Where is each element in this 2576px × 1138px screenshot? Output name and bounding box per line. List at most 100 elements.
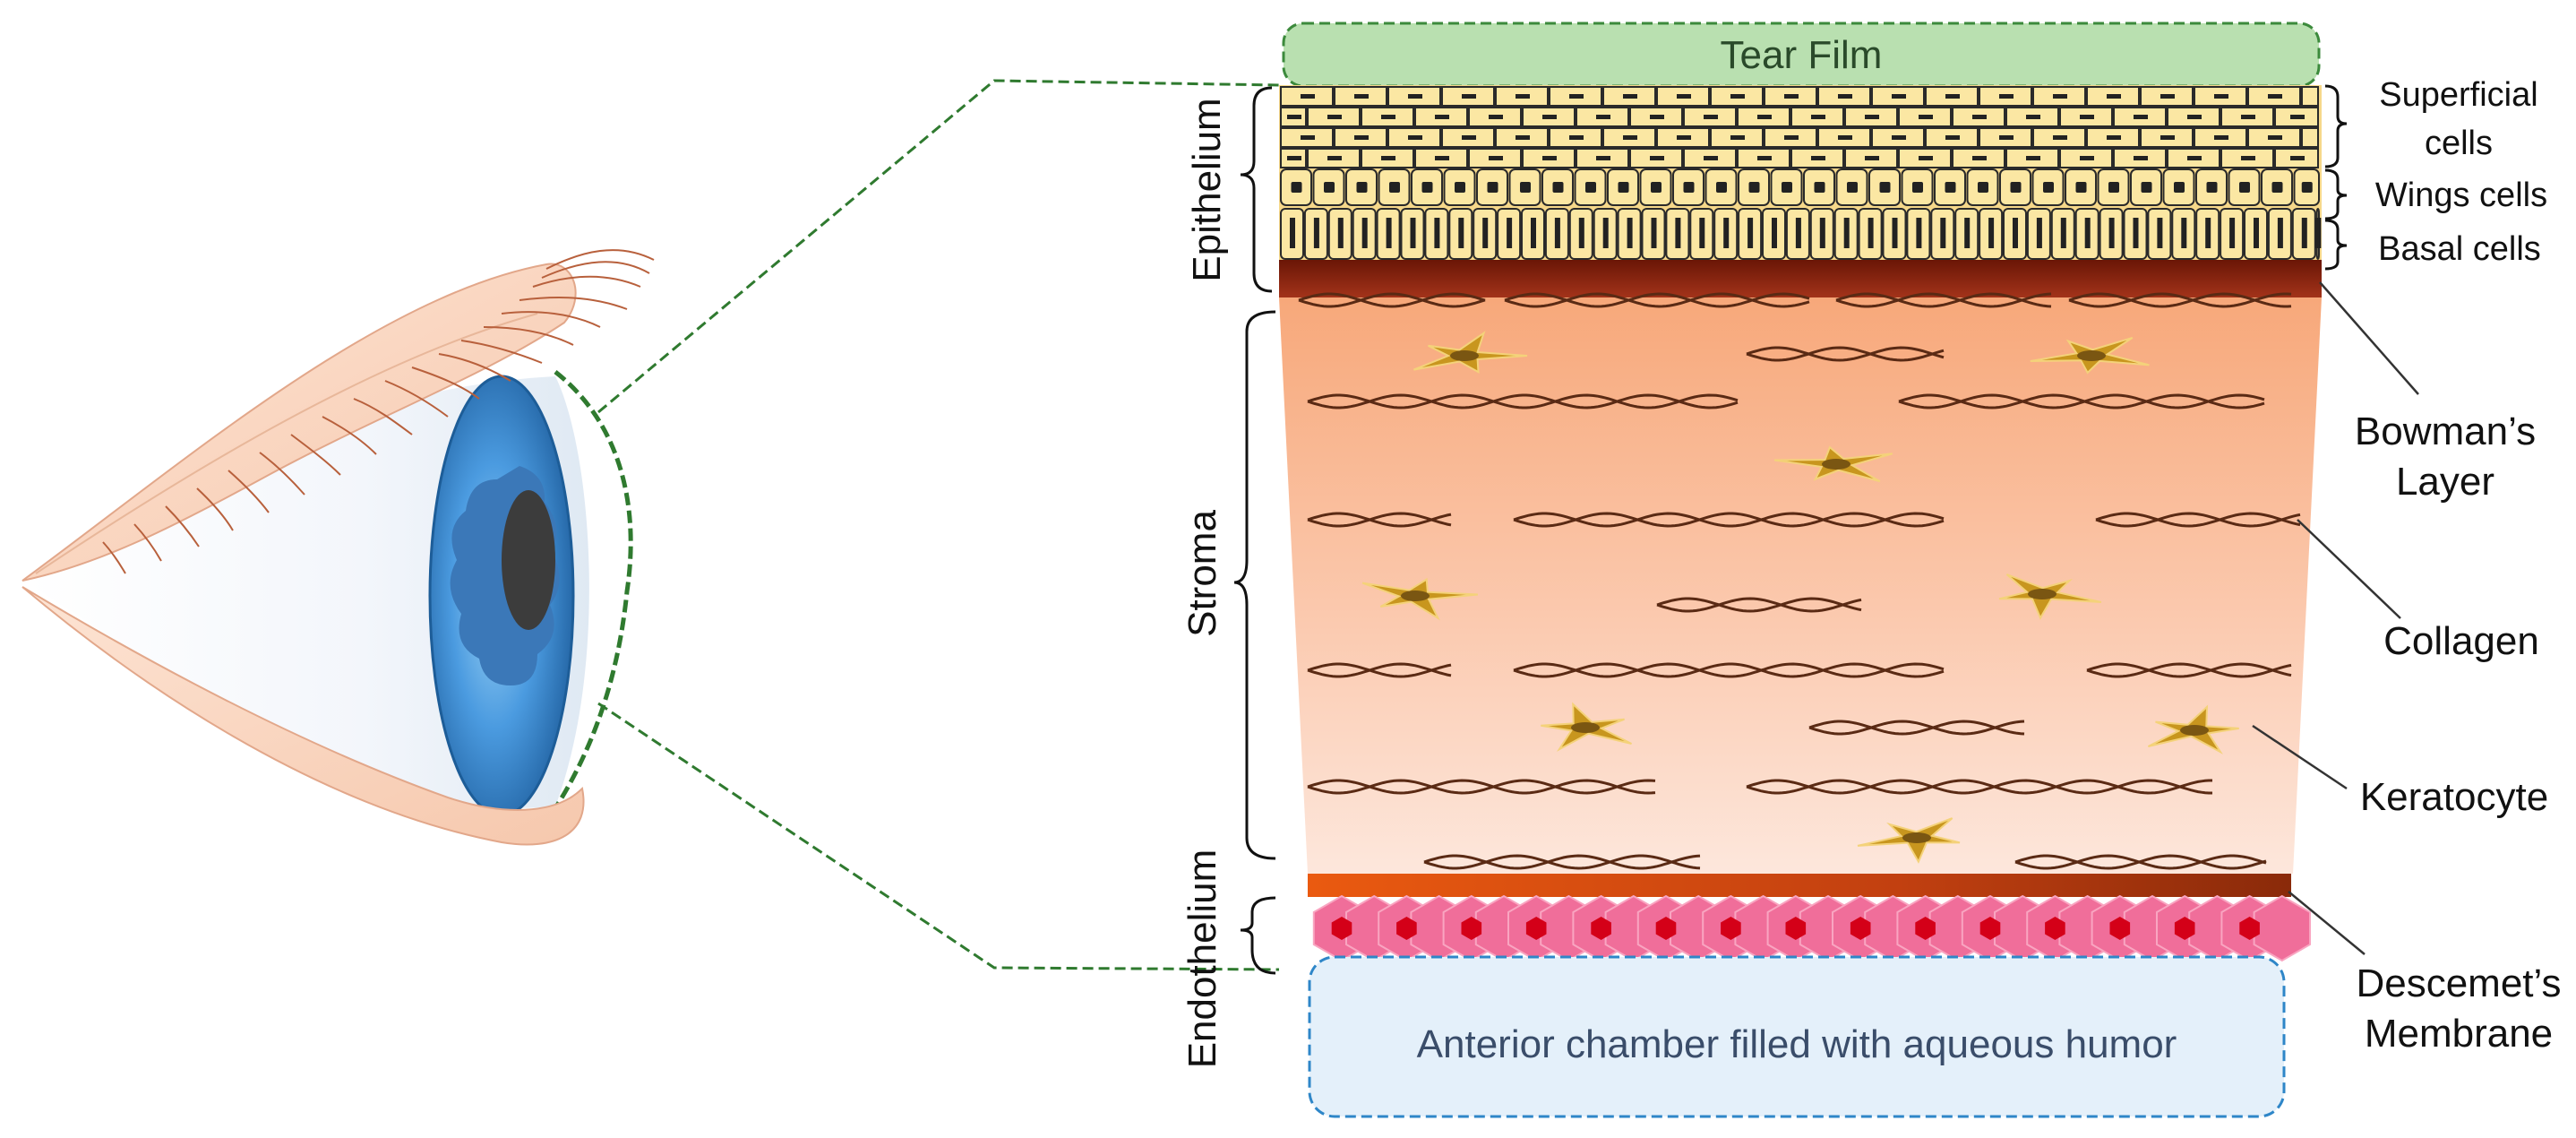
basal-cell-nucleus (2108, 218, 2115, 248)
wing-cell-nucleus (1356, 182, 1368, 193)
basal-cell-nucleus (1723, 218, 1730, 248)
descemet-label-line2: Membrane (2365, 1012, 2553, 1056)
endothelial-nucleus (1655, 917, 1677, 940)
basal-cell-nucleus (2060, 218, 2066, 248)
superficial-cell-nucleus (1381, 115, 1395, 119)
right-braces (2324, 84, 2348, 271)
wing-cell-nucleus (2075, 182, 2087, 193)
tear-film-rect (1282, 22, 2321, 88)
basal-cell-nucleus (1313, 218, 1319, 248)
collagen-fiber (1307, 779, 1656, 795)
endothelial-cell (2253, 894, 2311, 962)
superficial-cell-nucleus (1677, 94, 1691, 99)
basal-cell-nucleus (2013, 218, 2018, 248)
basal-cell-nucleus (1772, 218, 1777, 248)
basal-cell-nucleus (1747, 218, 1754, 248)
endothelial-nucleus (2174, 917, 2195, 940)
collagen-fiber (1656, 597, 1862, 613)
wing-cell-nucleus (2271, 182, 2283, 193)
wing-cell-nucleus (1814, 182, 1825, 193)
superficial-cell-nucleus (1704, 156, 1718, 160)
leader-lines (2252, 281, 2419, 955)
superficial-cell-nucleus (1972, 115, 1987, 119)
epithelium-label: Epithelium (1185, 98, 1229, 281)
superficial-cell-nucleus (1650, 156, 1664, 160)
collagen-fiber (1513, 512, 1945, 528)
superficial-cell-nucleus (1811, 115, 1825, 119)
basal-cell-nucleus (1964, 218, 1971, 248)
basal-cell-nucleus (2229, 218, 2236, 248)
superficial-cell-nucleus (2080, 156, 2094, 160)
collagen-fiber (1513, 512, 1945, 528)
basal-cell-nucleus (2301, 218, 2307, 248)
superficial-cell-nucleus (1542, 115, 1557, 119)
basal-cells (1280, 208, 2322, 260)
superficial-cell-nucleus (1757, 115, 1772, 119)
endothelial-nucleus (1591, 917, 1611, 940)
superficial-label-line1: Superficial (2379, 76, 2537, 114)
superficial-cell-nucleus (1435, 115, 1449, 119)
collagen-fiber (1513, 662, 1945, 678)
lower-eyelid (21, 586, 585, 846)
keratocyte-nucleus (2077, 350, 2106, 361)
superficial-cell-nucleus (2026, 156, 2040, 160)
superficial-cell-nucleus (1287, 115, 1301, 119)
collagen-fibers (1298, 292, 2301, 870)
keratocytes (1361, 331, 2239, 864)
collagen-fiber (1307, 393, 1739, 410)
superficial-cell-nucleus (2134, 156, 2148, 160)
wing-cell-nucleus (1291, 182, 1302, 193)
collagen-fiber (1808, 720, 2025, 736)
superficial-cell-nucleus (2160, 94, 2175, 99)
basal-cell-nucleus (1892, 218, 1898, 248)
superficial-cell-nucleus (1489, 156, 1503, 160)
stroma-label: Stroma (1181, 510, 1224, 637)
superficial-cell-nucleus (2134, 115, 2148, 119)
basal-cell-nucleus (2133, 218, 2139, 248)
wing-cell-nucleus (1389, 182, 1400, 193)
collagen-fiber (1513, 662, 1945, 678)
superficial-cell-nucleus (1919, 156, 1933, 160)
collagen-fiber (1307, 662, 1452, 678)
endothelial-nucleus (1850, 917, 1871, 940)
descemet-leader (2288, 891, 2366, 955)
anterior-chamber: Anterior chamber filled with aqueous hum… (1308, 955, 2286, 1118)
keratocyte-label: Keratocyte (2360, 775, 2548, 819)
upper-eyelid-crease (35, 313, 538, 574)
collagen-fiber (1808, 720, 2025, 736)
superficial-cell-nucleus (1838, 135, 1852, 140)
superficial-label-line2: cells (2425, 125, 2493, 162)
collagen-fiber (2086, 662, 2292, 678)
basal-cell-nucleus (1578, 218, 1584, 248)
superficial-cell-nucleus (2290, 115, 2305, 119)
keratocyte-nucleus (1822, 459, 1850, 470)
superficial-cell-nucleus (1972, 156, 1987, 160)
superficial-cell-nucleus (2268, 94, 2282, 99)
bowman-leader (2319, 281, 2419, 395)
bowman-layer (1279, 260, 2322, 297)
superficial-cell-nucleus (1945, 135, 1960, 140)
collagen-fiber (1307, 393, 1739, 410)
bowman-label-line2: Layer (2396, 460, 2494, 504)
endothelial-nucleus (1785, 917, 1807, 940)
collagen-fiber (1835, 292, 2052, 308)
basal-cell-nucleus (2254, 218, 2259, 248)
upper-eyelid (21, 263, 577, 582)
endothelial-nucleus (1979, 917, 2001, 940)
basal-cell-nucleus (1434, 218, 1440, 248)
superficial-cell-nucleus (1677, 135, 1691, 140)
superficial-cell-nucleus (1892, 94, 1906, 99)
superficial-cell-nucleus (1999, 94, 2014, 99)
basal-cell-nucleus (1843, 218, 1850, 248)
superficial-cell-nucleus (2053, 135, 2067, 140)
superficial-cell-nucleus (2241, 156, 2255, 160)
basal-cell-nucleus (2277, 218, 2283, 248)
wing-cell-nucleus (1324, 182, 1335, 193)
basal-cell-nucleus (2036, 218, 2042, 248)
basal-cell-nucleus (1507, 218, 1513, 248)
wing-cell-nucleus (2301, 182, 2313, 193)
wing-cell-nucleus (1487, 182, 1498, 193)
collagen-fiber (1746, 346, 1945, 362)
collagen-fiber (1746, 779, 2212, 795)
